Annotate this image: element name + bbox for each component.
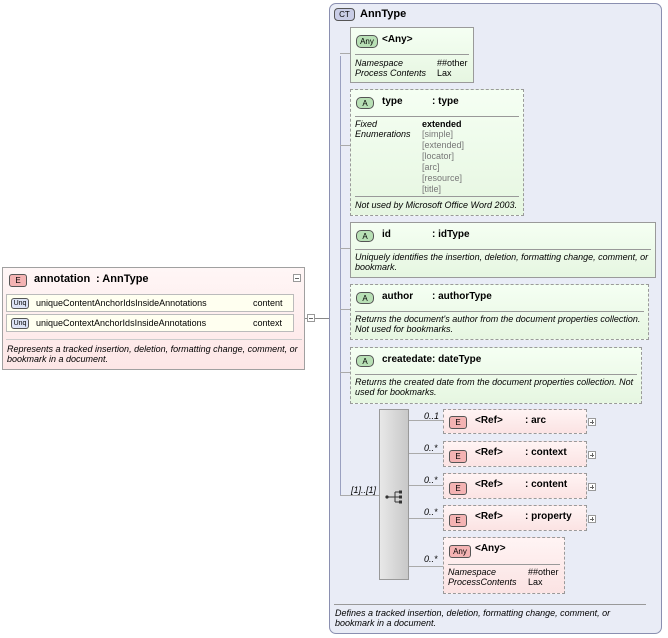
collapse-icon[interactable] — [307, 314, 315, 322]
attribute-doc-line: Returns the document's author from the d… — [355, 314, 641, 324]
constraint-field: context — [253, 318, 283, 328]
attribute-name: author — [382, 291, 414, 302]
element-badge: E — [449, 450, 467, 463]
root-element-type: : AnnType — [96, 273, 149, 285]
occurs-label: 0..* — [424, 443, 438, 453]
enum-value: [arc] — [422, 162, 440, 172]
attribute-doc-line: bookmark. — [355, 262, 398, 272]
enum-value: [title] — [422, 184, 442, 194]
attribute-name: createdate — [382, 354, 433, 365]
any-attribute-box[interactable]: Any <Any> Namespace ##other Process Cont… — [350, 27, 474, 83]
occurs-label: 0..* — [424, 507, 438, 517]
attribute-type: : dateType — [432, 354, 482, 365]
any-element-box[interactable]: Any <Any> Namespace ##other ProcessConte… — [443, 537, 565, 594]
element-ref-name: <Ref> — [475, 415, 503, 426]
attribute-type: : idType — [432, 229, 470, 240]
complex-type-box[interactable]: CT AnnType Any <Any> Namespace ##other P… — [329, 3, 662, 634]
any-attribute-key: Process Contents — [355, 68, 427, 78]
element-badge: E — [449, 416, 467, 429]
unique-badge: Unq — [11, 298, 29, 309]
attribute-doc-line: used for bookmarks. — [355, 387, 437, 397]
fixed-value: extended — [422, 119, 462, 129]
element-ref-name: <Ref> — [475, 479, 503, 490]
attribute-doc-line: Not used for bookmarks. — [355, 324, 454, 334]
enumerations-label: Enumerations — [355, 129, 411, 139]
sequence-compositor[interactable] — [379, 409, 409, 580]
element-ref-type: : context — [525, 447, 567, 458]
expand-icon[interactable] — [588, 515, 596, 523]
attribute-badge: A — [356, 355, 374, 367]
sequence-icon — [385, 490, 402, 504]
constraint-name: uniqueContextAnchorIdsInsideAnnotations — [36, 318, 207, 328]
enum-value: [resource] — [422, 173, 463, 183]
element-badge: E — [9, 274, 27, 287]
attribute-name: id — [382, 229, 391, 240]
element-ref-type: : property — [525, 511, 572, 522]
root-element-doc-line: bookmark in a document. — [7, 354, 109, 364]
attribute-box-id[interactable]: A id : idType Uniquely identifies the in… — [350, 222, 656, 278]
complex-type-doc-line: bookmark in a document. — [335, 618, 437, 628]
attribute-doc-line: Returns the created date from the docume… — [355, 377, 634, 387]
complex-type-badge: CT — [334, 8, 355, 21]
complex-type-doc-line: Defines a tracked insertion, deletion, f… — [335, 608, 611, 618]
any-attribute-value: ##other — [437, 58, 468, 68]
enum-value: [locator] — [422, 151, 455, 161]
attribute-type: : type — [432, 96, 459, 107]
attribute-box-createdate[interactable]: A createdate : dateType Returns the crea… — [350, 347, 642, 404]
occurs-label: 0..* — [424, 554, 438, 564]
attribute-name: type — [382, 96, 403, 107]
element-ref-context[interactable]: E <Ref> : context — [443, 441, 587, 467]
any-attribute-value: Lax — [437, 68, 452, 78]
enum-value: [simple] — [422, 129, 454, 139]
constraint-name: uniqueContentAnchorIdsInsideAnnotations — [36, 298, 207, 308]
expand-icon[interactable] — [588, 418, 596, 426]
root-element-doc-line: Represents a tracked insertion, deletion… — [7, 344, 298, 354]
attribute-doc-line: Uniquely identifies the insertion, delet… — [355, 252, 649, 262]
sequence-cardinality: [1]..[1] — [351, 485, 377, 495]
root-element-box[interactable]: E annotation : AnnType Unq uniqueContent… — [2, 267, 305, 370]
attribute-doc-line: Not used by Microsoft Office Word 2003. — [355, 200, 518, 210]
occurs-label: 0..* — [424, 475, 438, 485]
element-ref-type: : arc — [525, 415, 547, 426]
fixed-label: Fixed — [355, 119, 378, 129]
any-attribute-key: Namespace — [355, 58, 404, 68]
element-ref-arc[interactable]: E <Ref> : arc — [443, 409, 587, 434]
constraint-field: content — [253, 298, 283, 308]
element-ref-name: <Ref> — [475, 447, 503, 458]
occurs-label: 0..1 — [424, 411, 440, 421]
any-element-name: <Any> — [475, 543, 506, 554]
element-ref-property[interactable]: E <Ref> : property — [443, 505, 587, 531]
element-ref-type: : content — [525, 479, 568, 490]
expand-icon[interactable] — [588, 451, 596, 459]
constraint-row: Unq uniqueContentAnchorIdsInsideAnnotati… — [6, 294, 294, 312]
attribute-box-author[interactable]: A author : authorType Returns the docume… — [350, 284, 649, 340]
attribute-badge: A — [356, 97, 374, 109]
any-element-key: Namespace — [448, 567, 497, 577]
enum-value: [extended] — [422, 140, 465, 150]
unique-badge: Unq — [11, 318, 29, 329]
constraint-row: Unq uniqueContextAnchorIdsInsideAnnotati… — [6, 314, 294, 332]
any-element-value: Lax — [528, 577, 543, 587]
any-element-value: ##other — [528, 567, 559, 577]
any-badge: Any — [449, 545, 471, 558]
any-element-key: ProcessContents — [448, 577, 517, 587]
any-attribute-name: <Any> — [382, 34, 413, 45]
any-badge: Any — [356, 35, 378, 48]
element-ref-name: <Ref> — [475, 511, 503, 522]
element-badge: E — [449, 514, 467, 527]
complex-type-name: AnnType — [360, 8, 407, 20]
root-element-name: annotation — [34, 273, 91, 285]
attribute-type: : authorType — [432, 291, 492, 302]
attribute-badge: A — [356, 230, 374, 242]
attribute-badge: A — [356, 292, 374, 304]
element-badge: E — [449, 482, 467, 495]
collapse-icon[interactable] — [293, 274, 301, 282]
attribute-box-type[interactable]: A type : type Fixed extended Enumeration… — [350, 89, 524, 216]
expand-icon[interactable] — [588, 483, 596, 491]
element-ref-content[interactable]: E <Ref> : content — [443, 473, 587, 499]
